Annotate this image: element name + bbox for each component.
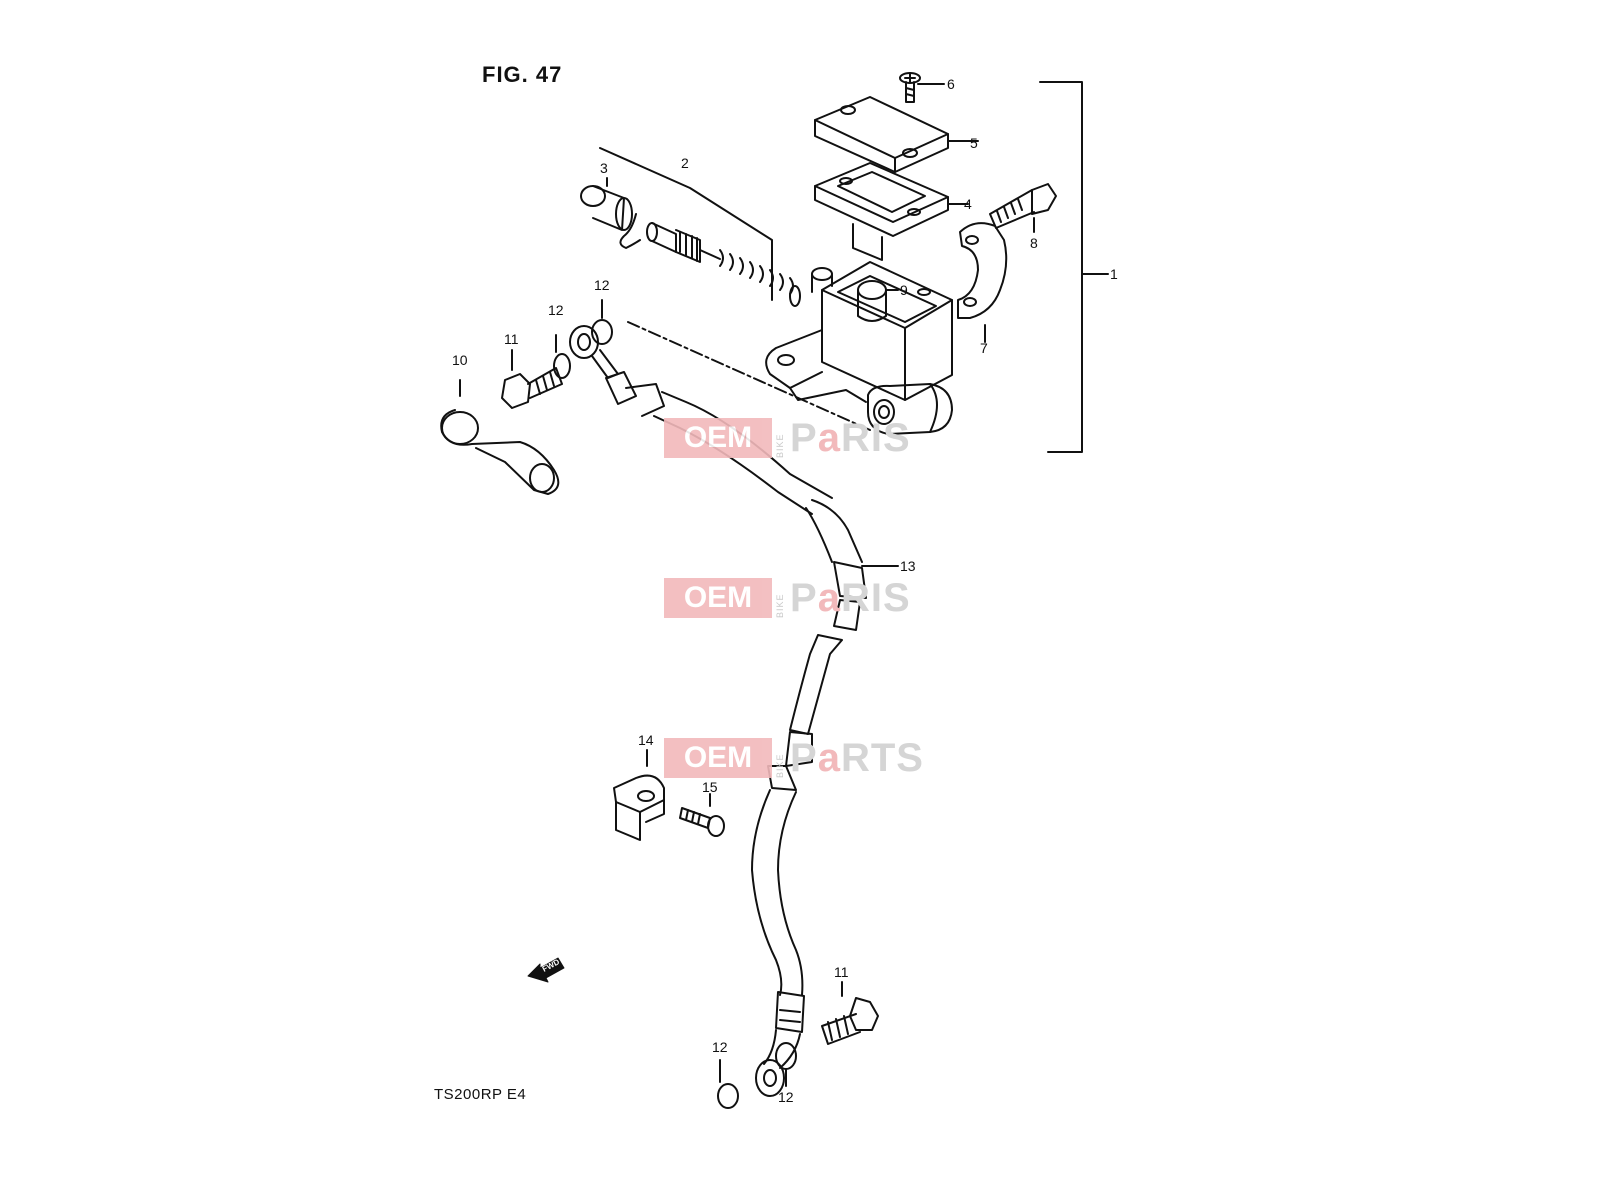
part-2-piston-kit: [599, 147, 801, 307]
watermark-a-3: a: [817, 736, 841, 780]
watermark-bike-1: BIKE: [775, 433, 785, 458]
callout-6: 6: [947, 76, 955, 92]
part-4-diaphragm: [814, 162, 969, 261]
part-12-washer-d: [775, 1042, 797, 1070]
watermark-bike-3: BIKE: [775, 753, 785, 778]
callout-11-lower: 11: [834, 964, 849, 980]
watermark-parts-1: PaRIS: [790, 418, 911, 458]
part-13-brake-hose: [653, 391, 867, 1033]
callout-9: 9: [900, 282, 908, 298]
watermark-parts-2: PaRIS: [790, 578, 911, 618]
watermark-oem-2: OEM: [664, 578, 772, 618]
watermark-oem-3: OEM: [664, 738, 772, 778]
watermark-p-2: P: [790, 576, 818, 620]
watermark-parts-3: PaRTS: [790, 738, 924, 778]
callout-15: 15: [702, 779, 718, 795]
callout-7: 7: [980, 340, 988, 356]
part-12-washer-b: [591, 319, 613, 345]
part-12-washer-c: [717, 1083, 739, 1109]
watermark-oem-1: OEM: [664, 418, 772, 458]
hose-banjo-fitting-upper: [569, 325, 665, 417]
part-11-banjo-bolt-upper: [501, 349, 563, 409]
watermark-ris-1: RIS: [840, 416, 911, 460]
watermark-a-1: a: [817, 416, 841, 460]
callout-12-upper-a: 12: [548, 302, 564, 318]
fwd-direction-arrow: [527, 957, 565, 983]
watermark-rts-3: RTS: [840, 736, 924, 780]
part-8-clamp-bolt: [989, 183, 1057, 233]
callout-13: 13: [900, 558, 916, 574]
callout-5: 5: [970, 135, 978, 151]
callout-14: 14: [638, 732, 654, 748]
part-7-handlebar-clamp: [957, 222, 1008, 343]
part-6-screw: [899, 72, 945, 103]
callout-12-upper-b: 12: [594, 277, 610, 293]
part-3-piston-boot: [580, 177, 641, 249]
callout-2: 2: [681, 155, 689, 171]
part-14-hose-clamp: [613, 749, 665, 841]
watermark-bike-2: BIKE: [775, 593, 785, 618]
callout-1: 1: [1110, 266, 1118, 282]
master-cylinder-body: [765, 261, 953, 435]
callout-12-lower-a: 12: [712, 1039, 728, 1055]
callout-11-upper: 11: [504, 331, 519, 347]
assembly-leader-dashed: [627, 321, 871, 431]
part-10-lever-tip: [440, 379, 560, 495]
watermark-p-3: P: [790, 736, 818, 780]
callout-10: 10: [452, 352, 468, 368]
callout-8: 8: [1030, 235, 1038, 251]
part-15-clamp-screw: [679, 793, 725, 837]
model-code: TS200RP E4: [434, 1086, 527, 1103]
assembly-bracket-1: [1039, 81, 1109, 453]
figure-title: FIG. 47: [482, 62, 563, 87]
part-12-washer-a: [553, 353, 571, 379]
watermark-ris-2: RIS: [840, 576, 911, 620]
part-11-banjo-bolt-lower: [821, 981, 879, 1045]
watermark-a-2: a: [817, 576, 841, 620]
part-5-reservoir-cap: [814, 96, 979, 173]
watermark-p-1: P: [790, 416, 818, 460]
callout-3: 3: [600, 160, 608, 176]
callout-4: 4: [964, 196, 972, 212]
hose-banjo-fitting-lower: [755, 1029, 801, 1097]
callout-12-lower-b: 12: [778, 1089, 794, 1105]
